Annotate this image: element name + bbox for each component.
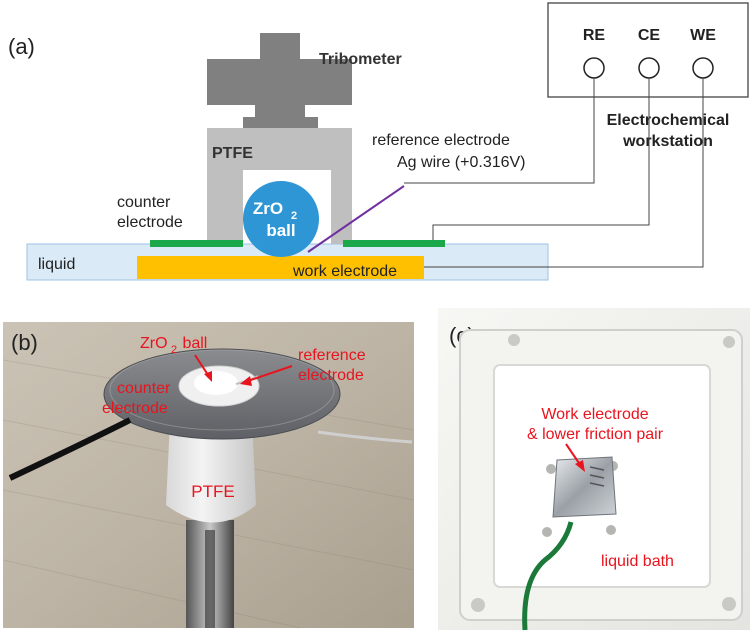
photo-zro2-ball [194,371,238,395]
ptfe-cylinder [166,420,256,523]
screw-hole [722,597,736,611]
reference-label-1: reference electrode [372,132,510,149]
screw-hole [471,598,485,612]
photo-ptfe-label: PTFE [191,482,234,501]
workstation-label-1: Electrochemical [607,112,730,129]
tribometer-label: Tribometer [319,51,402,68]
workstation-re-label: RE [583,27,606,44]
liquid-label: liquid [38,256,75,273]
photo-work-label-1: Work electrode [541,406,648,423]
counter-electrode-right [343,240,445,247]
ball-label-ball: ball [266,221,295,240]
photo-reference-label-2: electrode [298,367,364,384]
panel-c: (c) Work electrode & lower friction pair… [438,308,750,631]
counter-electrode-label-2: electrode [117,214,183,231]
work-electrode-label: work electrode [292,263,397,280]
reference-wire [307,185,405,253]
photo-reference-label-1: reference [298,347,366,364]
photo-ball-label-prefix: ZrO [140,335,168,352]
counter-electrode-label-1: counter [117,194,171,211]
re-terminal [583,57,605,79]
zro2-ball [243,181,319,257]
ptfe-holder [207,128,352,244]
ce-terminal [638,57,660,79]
reference-label-2: Ag wire (+0.316V) [397,154,526,171]
ball-label-sub: 2 [291,210,297,222]
reference-arrow [247,365,293,382]
photo-ball-label-suffix: ball [178,335,207,352]
ptfe-label: PTFE [212,145,253,162]
photo-bath-label: liquid bath [601,553,674,570]
workstation-ce-label: CE [638,27,661,44]
green-wire [522,521,574,631]
ball-label-zro: ZrO [253,199,283,218]
workstation-box [547,2,749,98]
we-connection [424,78,704,268]
work-electrode-bar [137,256,424,279]
tribometer-shaft [207,33,352,128]
photo-ball-label-sub: 2 [171,344,177,356]
photo-counter-label-2: electrode [102,400,168,417]
photo-work-label-2: & lower friction pair [527,426,664,443]
panel-a-tag: (a) [8,34,35,59]
panel-b: (b) PTFE ZrO 2 ball reference electrode … [2,322,415,629]
photo-counter-label-1: counter [117,380,171,397]
ce-connection [432,78,650,240]
work-electrode-plate [552,456,617,518]
we-terminal [692,57,714,79]
counter-electrode-left [150,240,243,247]
re-connection [404,78,595,184]
screw-hole [723,336,735,348]
screw-hole [508,334,520,346]
silver-wire [317,430,413,444]
workstation-label-2: workstation [622,133,713,150]
workstation-we-label: WE [690,27,716,44]
black-wire [8,417,132,481]
panel-b-tag: (b) [11,330,38,355]
panel-a: (a) liquid Tribometer PTFE work electrod… [8,2,749,281]
